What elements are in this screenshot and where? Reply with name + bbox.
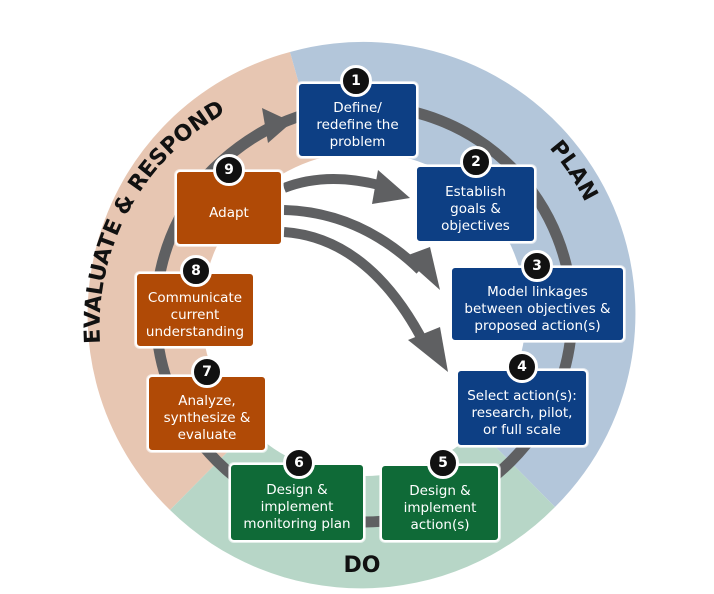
- step-number-badge-2: 2: [460, 146, 492, 178]
- step-number-badge-9: 9: [213, 154, 245, 186]
- step-number-badge-1: 1: [340, 65, 372, 97]
- arrowhead-to-step-4: [408, 327, 448, 372]
- step-label-6: Design & implement monitoring plan: [243, 482, 351, 532]
- step-number-badge-8: 8: [180, 255, 212, 287]
- step-label-8: Communicate current understanding: [145, 289, 245, 340]
- step-label-4: Select action(s): research, pilot, or fu…: [467, 387, 577, 438]
- step-number-badge-7: 7: [191, 356, 223, 388]
- step-number-badge-6: 6: [283, 447, 315, 479]
- step-number-badge-4: 4: [506, 351, 538, 383]
- arrowhead-to-step-3: [403, 247, 440, 290]
- phase-label-do: DO: [344, 553, 381, 578]
- step-label-1: Define/ redefine the problem: [316, 99, 399, 150]
- step-box-8[interactable]: Communicate current understanding: [135, 272, 255, 348]
- arrowhead-to-step-2: [372, 170, 410, 204]
- arrowhead-to-step-1: [262, 108, 292, 143]
- adapt-arrow-to-step-4: [283, 227, 430, 348]
- step-label-7: Analyze, synthesize & evaluate: [163, 393, 251, 443]
- step-label-5: Design & implement action(s): [403, 482, 477, 533]
- step-label-9: Adapt: [209, 204, 249, 221]
- step-label-2: Establish goals & objectives: [441, 183, 510, 234]
- step-number-badge-3: 3: [521, 250, 553, 282]
- step-number-badge-5: 5: [427, 447, 459, 479]
- step-label-3: Model linkages between objectives & prop…: [464, 283, 611, 334]
- step-box-1[interactable]: Define/ redefine the problem: [297, 82, 418, 158]
